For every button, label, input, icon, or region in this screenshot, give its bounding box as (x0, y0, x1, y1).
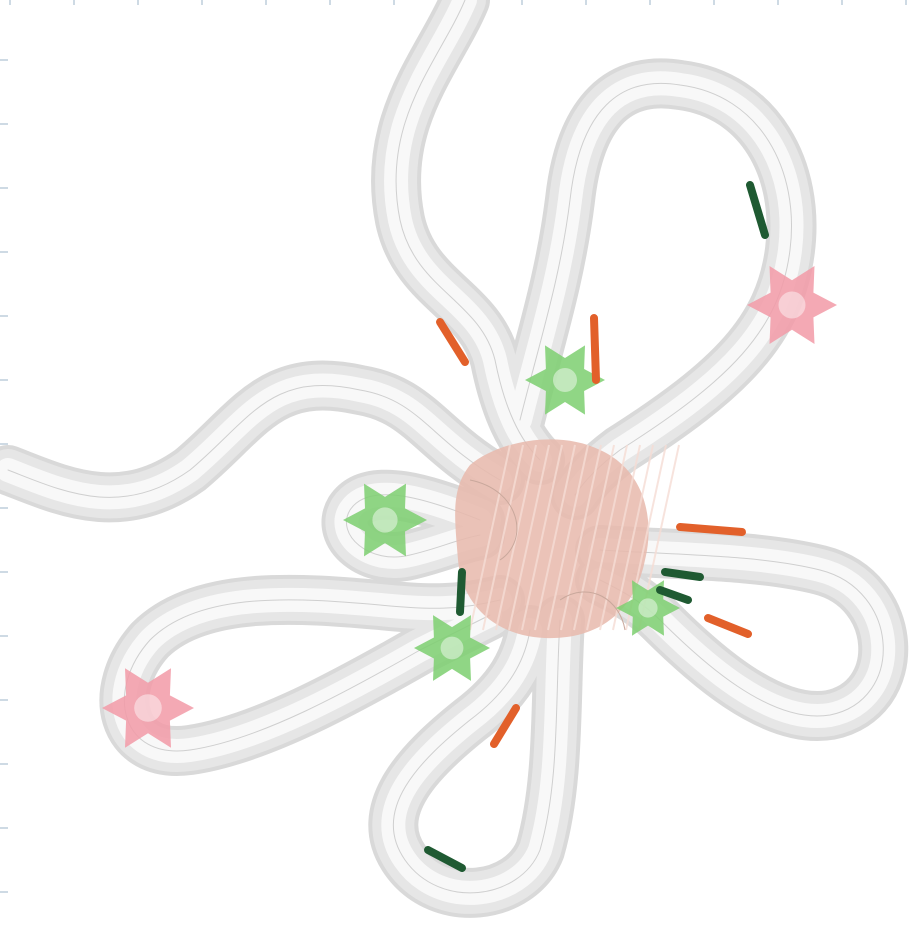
pink-motif-center (134, 694, 162, 722)
light-green-motif-center (441, 637, 464, 660)
light-green-motif-center (372, 507, 397, 532)
orange-segment (680, 527, 742, 532)
pink-motif-center (779, 292, 806, 319)
orange-segment (594, 318, 596, 380)
orange-segment (708, 618, 748, 634)
tube-group (8, 0, 883, 893)
dark-green-segment (460, 572, 462, 612)
light-green-motif-center (553, 368, 577, 392)
dark-green-segment (750, 185, 765, 235)
dark-green-segment (665, 572, 700, 577)
light-green-motif-center (638, 598, 657, 617)
